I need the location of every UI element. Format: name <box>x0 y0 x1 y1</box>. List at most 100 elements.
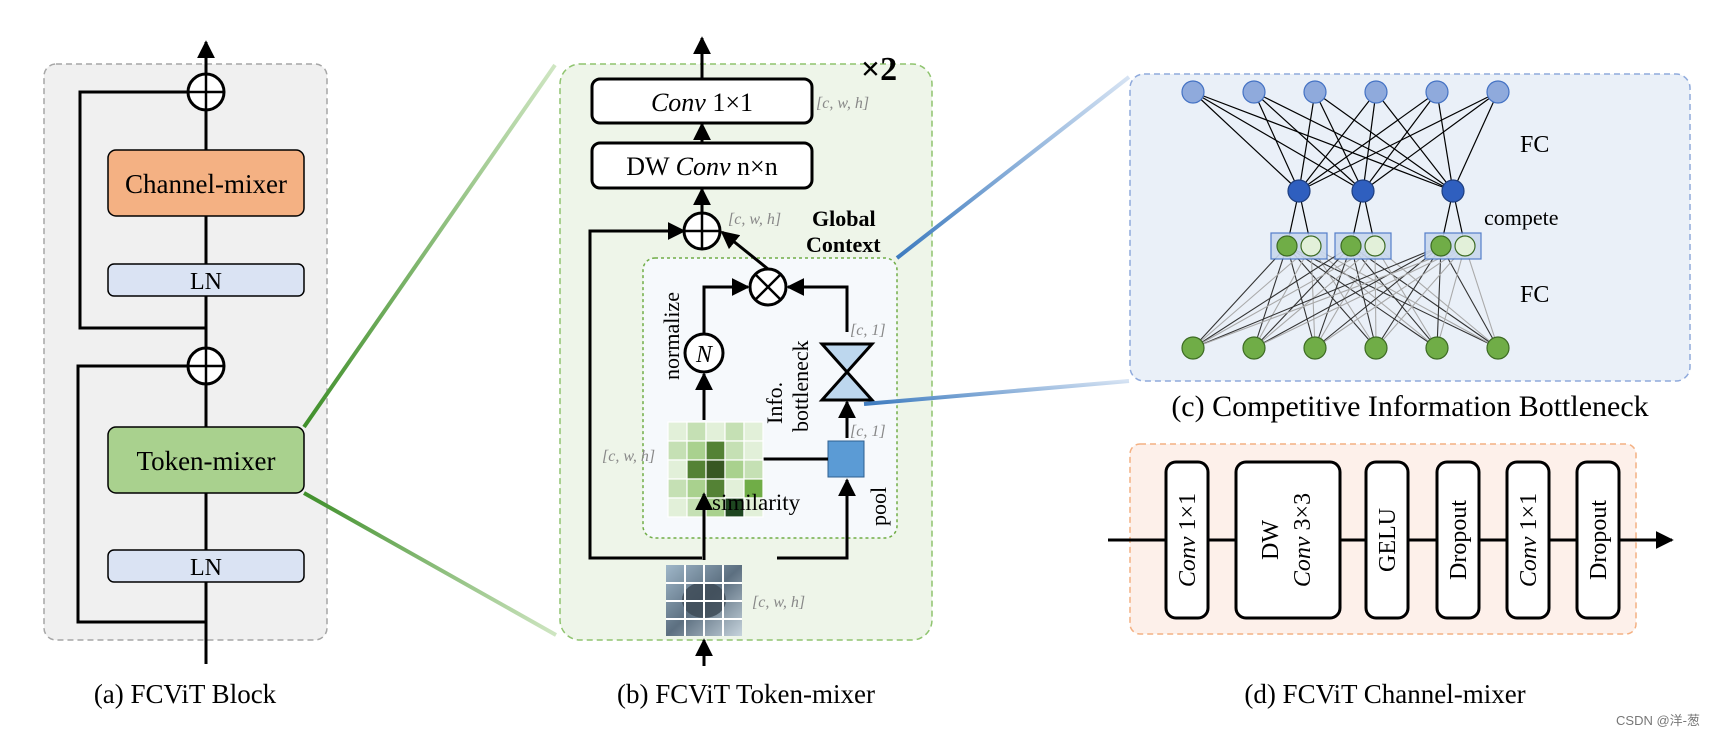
similarity-grid <box>667 421 764 518</box>
output-neuron <box>1303 336 1327 360</box>
fc-edge <box>1310 245 1499 349</box>
fc-edge <box>1192 91 1364 192</box>
fc-edge <box>1298 91 1499 192</box>
fc-edge <box>1362 91 1438 192</box>
normalize-node <box>683 332 725 374</box>
channel-block-label: Conv 1×1 <box>1516 493 1542 587</box>
fc-edge <box>1192 245 1376 349</box>
similarity-cell <box>705 440 726 461</box>
fc-edge <box>1192 245 1442 349</box>
similarity-cell <box>686 440 707 461</box>
panel-c: FC compete FC (c) Competitive Informatio… <box>1129 73 1691 423</box>
fc-edge <box>1253 245 1466 349</box>
channel-block <box>1505 460 1551 620</box>
fc-edge <box>1464 245 1499 349</box>
dim-conv: [c, w, h] <box>816 95 869 112</box>
arrow-input-to-pool <box>777 478 856 560</box>
caption-b: (b) FCViT Token-mixer <box>617 679 875 709</box>
input-neuron <box>1425 80 1449 104</box>
input-neuron <box>1486 80 1510 104</box>
panel-b: ×2 Conv 1×1 [c, w, h] DW Conv n×n [c, w,… <box>559 36 933 709</box>
conv1x1-label: Conv 1×1 <box>651 88 753 117</box>
input-image <box>666 565 742 636</box>
dim-add: [c, w, h] <box>728 211 781 228</box>
compete-label: compete <box>1484 205 1559 230</box>
channel-mixer-label: Channel-mixer <box>125 169 287 199</box>
winner-neuron <box>1276 235 1298 257</box>
residual-lower <box>76 364 206 624</box>
multiply-node <box>748 267 788 307</box>
similarity-cell <box>724 421 745 442</box>
fc-edge <box>1192 245 1312 349</box>
ln-block-bottom <box>107 549 305 583</box>
fc-edge <box>1374 245 1377 349</box>
fc-edge <box>1253 245 1352 349</box>
fc-edge <box>1253 91 1300 192</box>
panel-a: Channel-mixer LN Token-mixer LN (a) FCVi… <box>43 40 328 709</box>
fc-edge <box>1314 245 1466 349</box>
fc-edge <box>1253 245 1376 349</box>
zoom-line-upper <box>302 63 557 429</box>
fc-edge <box>1310 245 1377 349</box>
channel-block-label: Dropout <box>1586 500 1612 580</box>
skip-connection-b <box>588 222 702 560</box>
fc-label-top: FC <box>1520 132 1549 158</box>
watermark: CSDN @洋-葱 <box>1616 713 1700 728</box>
fc-edge <box>1310 245 1316 349</box>
fc-edge <box>1375 91 1454 192</box>
input-neuron <box>1181 80 1205 104</box>
pool-vector <box>827 440 865 478</box>
similarity-label: similarity <box>712 490 801 515</box>
channel-block-label: Dropout <box>1446 500 1472 580</box>
similarity-cell <box>686 459 707 480</box>
fc-edge <box>1436 245 1466 349</box>
input-neuron <box>1303 80 1327 104</box>
fc-edge <box>1298 91 1377 192</box>
zoom-line-c-lower <box>863 379 1130 406</box>
arrow-bottleneck-to-mul <box>786 278 849 332</box>
residual-upper <box>78 90 206 330</box>
normalize-label: normalize <box>659 292 684 380</box>
fc-edge <box>1298 91 1316 192</box>
winner-neuron <box>1340 235 1362 257</box>
zoom-line-c-upper <box>895 75 1131 260</box>
fc-label-bottom: FC <box>1520 282 1549 308</box>
hidden-neuron <box>1287 179 1311 203</box>
global-label-1: Global <box>812 206 876 231</box>
add-node-bottom <box>186 346 226 386</box>
output-neuron <box>1364 336 1388 360</box>
similarity-cell <box>724 440 745 461</box>
caption-a: (a) FCViT Block <box>94 679 277 709</box>
channel-block <box>1575 460 1621 620</box>
token-mixer-label: Token-mixer <box>136 446 275 476</box>
similarity-cell <box>667 421 688 442</box>
dim-c1-bottom: [c, 1] <box>850 423 886 440</box>
network-edges <box>1192 91 1499 349</box>
repeat-label: ×2 <box>861 51 897 88</box>
output-neuron <box>1486 336 1510 360</box>
dim-c1-top: [c, 1] <box>850 322 886 339</box>
fc-edge <box>1374 245 1438 349</box>
fc-edge <box>1253 91 1364 192</box>
fc-edge <box>1375 245 1466 349</box>
caption-c: (c) Competitive Information Bottleneck <box>1171 390 1648 423</box>
add-node-b <box>682 211 722 251</box>
hidden-neuron <box>1441 179 1465 203</box>
similarity-cell <box>667 478 688 499</box>
token-mixer-block <box>107 426 305 494</box>
output-neuron <box>1181 336 1205 360</box>
fc-edge <box>1192 245 1288 349</box>
dwconv-label: DW Conv n×n <box>626 152 777 181</box>
channel-block <box>1164 460 1210 620</box>
global-label-2: Context <box>806 232 881 257</box>
info-label-1: Info. <box>762 382 787 424</box>
loser-neuron <box>1364 235 1386 257</box>
channel-block <box>1234 460 1342 620</box>
caption-d: (d) FCViT Channel-mixer <box>1244 679 1525 709</box>
similarity-cell <box>705 421 726 442</box>
network-nodes <box>1181 80 1510 360</box>
loser-neuron <box>1300 235 1322 257</box>
